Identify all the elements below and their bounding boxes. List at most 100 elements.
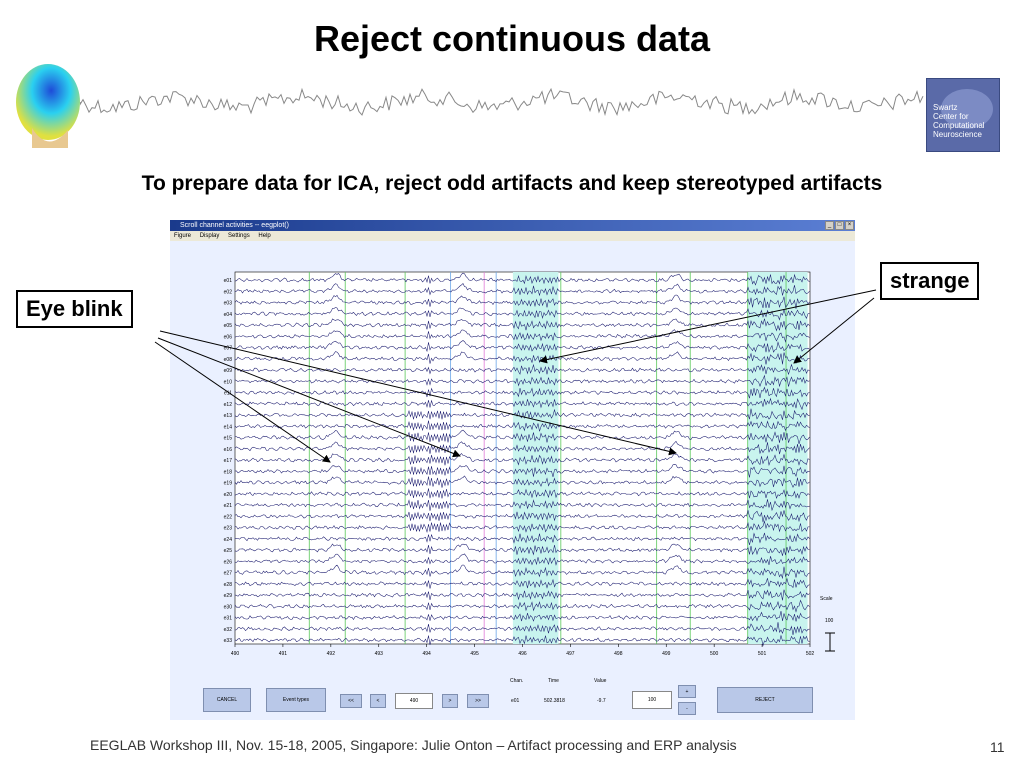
page-number: 11 [990, 739, 1005, 755]
eye-blink-arrow-3 [159, 330, 677, 456]
channel-trace-e14 [234, 420, 810, 432]
scroll-back-button[interactable]: < [370, 694, 386, 708]
cancel-button[interactable]: CANCEL [203, 688, 251, 712]
chan-readout: e01 [511, 698, 520, 704]
channel-label-e24: e24 [224, 537, 233, 543]
scale-label: Scale [820, 596, 833, 602]
channel-trace-e05 [234, 318, 810, 332]
scale-input[interactable]: 100 [632, 691, 672, 709]
channel-label-e05: e05 [224, 323, 233, 329]
channel-label-e10: e10 [224, 379, 233, 385]
scale-increase-button[interactable]: + [678, 685, 696, 698]
slide-footer: EEGLAB Workshop III, Nov. 15-18, 2005, S… [90, 737, 737, 753]
scroll-forward-fast-button[interactable]: >> [467, 694, 489, 708]
channel-trace-e30 [234, 599, 810, 613]
menu-bar: Figure Display Settings Help [170, 231, 855, 241]
maximize-icon[interactable]: □ [835, 221, 844, 230]
channel-label-e31: e31 [224, 616, 233, 622]
minimize-icon[interactable]: _ [825, 221, 834, 230]
channel-trace-e08 [234, 351, 810, 365]
channel-label-e02: e02 [224, 289, 233, 295]
channel-trace-e16 [234, 440, 810, 455]
time-tick-label: 499 [662, 651, 671, 657]
channel-label-e26: e26 [224, 559, 233, 565]
channel-label-e07: e07 [224, 346, 233, 352]
close-icon[interactable]: × [845, 221, 854, 230]
strange-arrow-1 [539, 289, 877, 364]
channel-label-e23: e23 [224, 526, 233, 532]
scroll-back-fast-button[interactable]: << [340, 694, 362, 708]
window-title-bar: Scroll channel activities -- eegplot() _… [170, 220, 855, 231]
scale-value: 100 [825, 618, 834, 624]
channel-label-e33: e33 [224, 638, 233, 644]
channel-trace-e10 [234, 374, 810, 388]
channel-label-e19: e19 [224, 481, 233, 487]
logo-line-3: Computational [933, 121, 985, 130]
channel-trace-e11 [234, 386, 810, 399]
channel-label-e30: e30 [224, 604, 233, 610]
channel-trace-e04 [234, 307, 810, 321]
eeg-banner-wave [80, 87, 924, 117]
channel-label-e25: e25 [224, 548, 233, 554]
time-tick-label: 494 [422, 651, 431, 657]
channel-label-e17: e17 [224, 458, 233, 464]
logo-line-2: Center for [933, 112, 969, 121]
channel-trace-e12 [234, 397, 810, 411]
time-tick-label: 496 [518, 651, 527, 657]
menu-figure[interactable]: Figure [174, 233, 192, 239]
window-title: Scroll channel activities -- eegplot() [180, 222, 289, 229]
time-header: Time [548, 678, 559, 684]
reject-button[interactable]: REJECT [717, 687, 813, 713]
time-tick-label: 497 [566, 651, 575, 657]
channel-label-e06: e06 [224, 334, 233, 340]
time-tick-label: 501 [758, 651, 767, 657]
time-tick-label: 490 [231, 651, 240, 657]
channel-trace-e06 [234, 329, 810, 343]
time-readout: 502.3818 [544, 698, 565, 704]
channel-trace-e13 [234, 408, 810, 420]
time-tick-label: 502 [806, 651, 815, 657]
head-map-logo [16, 64, 80, 148]
channel-trace-e24 [234, 532, 810, 545]
eegplot-window: Scroll channel activities -- eegplot() _… [170, 220, 855, 720]
channel-trace-e18 [234, 464, 810, 478]
time-tick-label: 493 [375, 651, 384, 657]
channel-label-e20: e20 [224, 492, 233, 498]
logo-line-4: Neuroscience [933, 130, 982, 139]
menu-display[interactable]: Display [199, 233, 220, 239]
event-types-button[interactable]: Event types [266, 688, 326, 712]
position-input[interactable]: 490 [395, 693, 433, 709]
channel-label-e04: e04 [224, 312, 233, 318]
channel-label-e12: e12 [224, 402, 233, 408]
channel-label-e13: e13 [224, 413, 233, 419]
channel-label-e22: e22 [224, 514, 233, 520]
channel-trace-e15 [234, 429, 810, 445]
menu-help[interactable]: Help [258, 233, 271, 239]
scale-bar-icon [825, 632, 835, 652]
channel-trace-e23 [234, 520, 810, 533]
time-tick-label: 500 [710, 651, 719, 657]
channel-trace-e22 [234, 510, 810, 523]
channel-label-e18: e18 [224, 469, 233, 475]
sccn-logo: Swartz Center for Computational Neurosci… [926, 78, 1000, 152]
channel-label-e28: e28 [224, 582, 233, 588]
scroll-forward-button[interactable]: > [442, 694, 458, 708]
menu-settings[interactable]: Settings [228, 233, 250, 239]
eye-blink-callout: Eye blink [16, 290, 133, 328]
channel-trace-e27 [234, 564, 810, 580]
eye-blink-arrow-2 [157, 337, 461, 458]
channel-trace-e25 [234, 543, 810, 556]
channel-label-e01: e01 [224, 278, 233, 284]
channel-label-e03: e03 [224, 301, 233, 307]
channel-trace-e29 [234, 589, 810, 601]
logo-line-1: Swartz [933, 103, 958, 112]
slide-title: Reject continuous data [313, 18, 711, 59]
banner-trace [80, 87, 924, 117]
time-tick-label: 495 [470, 651, 479, 657]
channel-label-e15: e15 [224, 436, 233, 442]
scale-decrease-button[interactable]: - [678, 702, 696, 715]
channel-trace-e09 [234, 363, 810, 376]
channel-label-e08: e08 [224, 357, 233, 363]
